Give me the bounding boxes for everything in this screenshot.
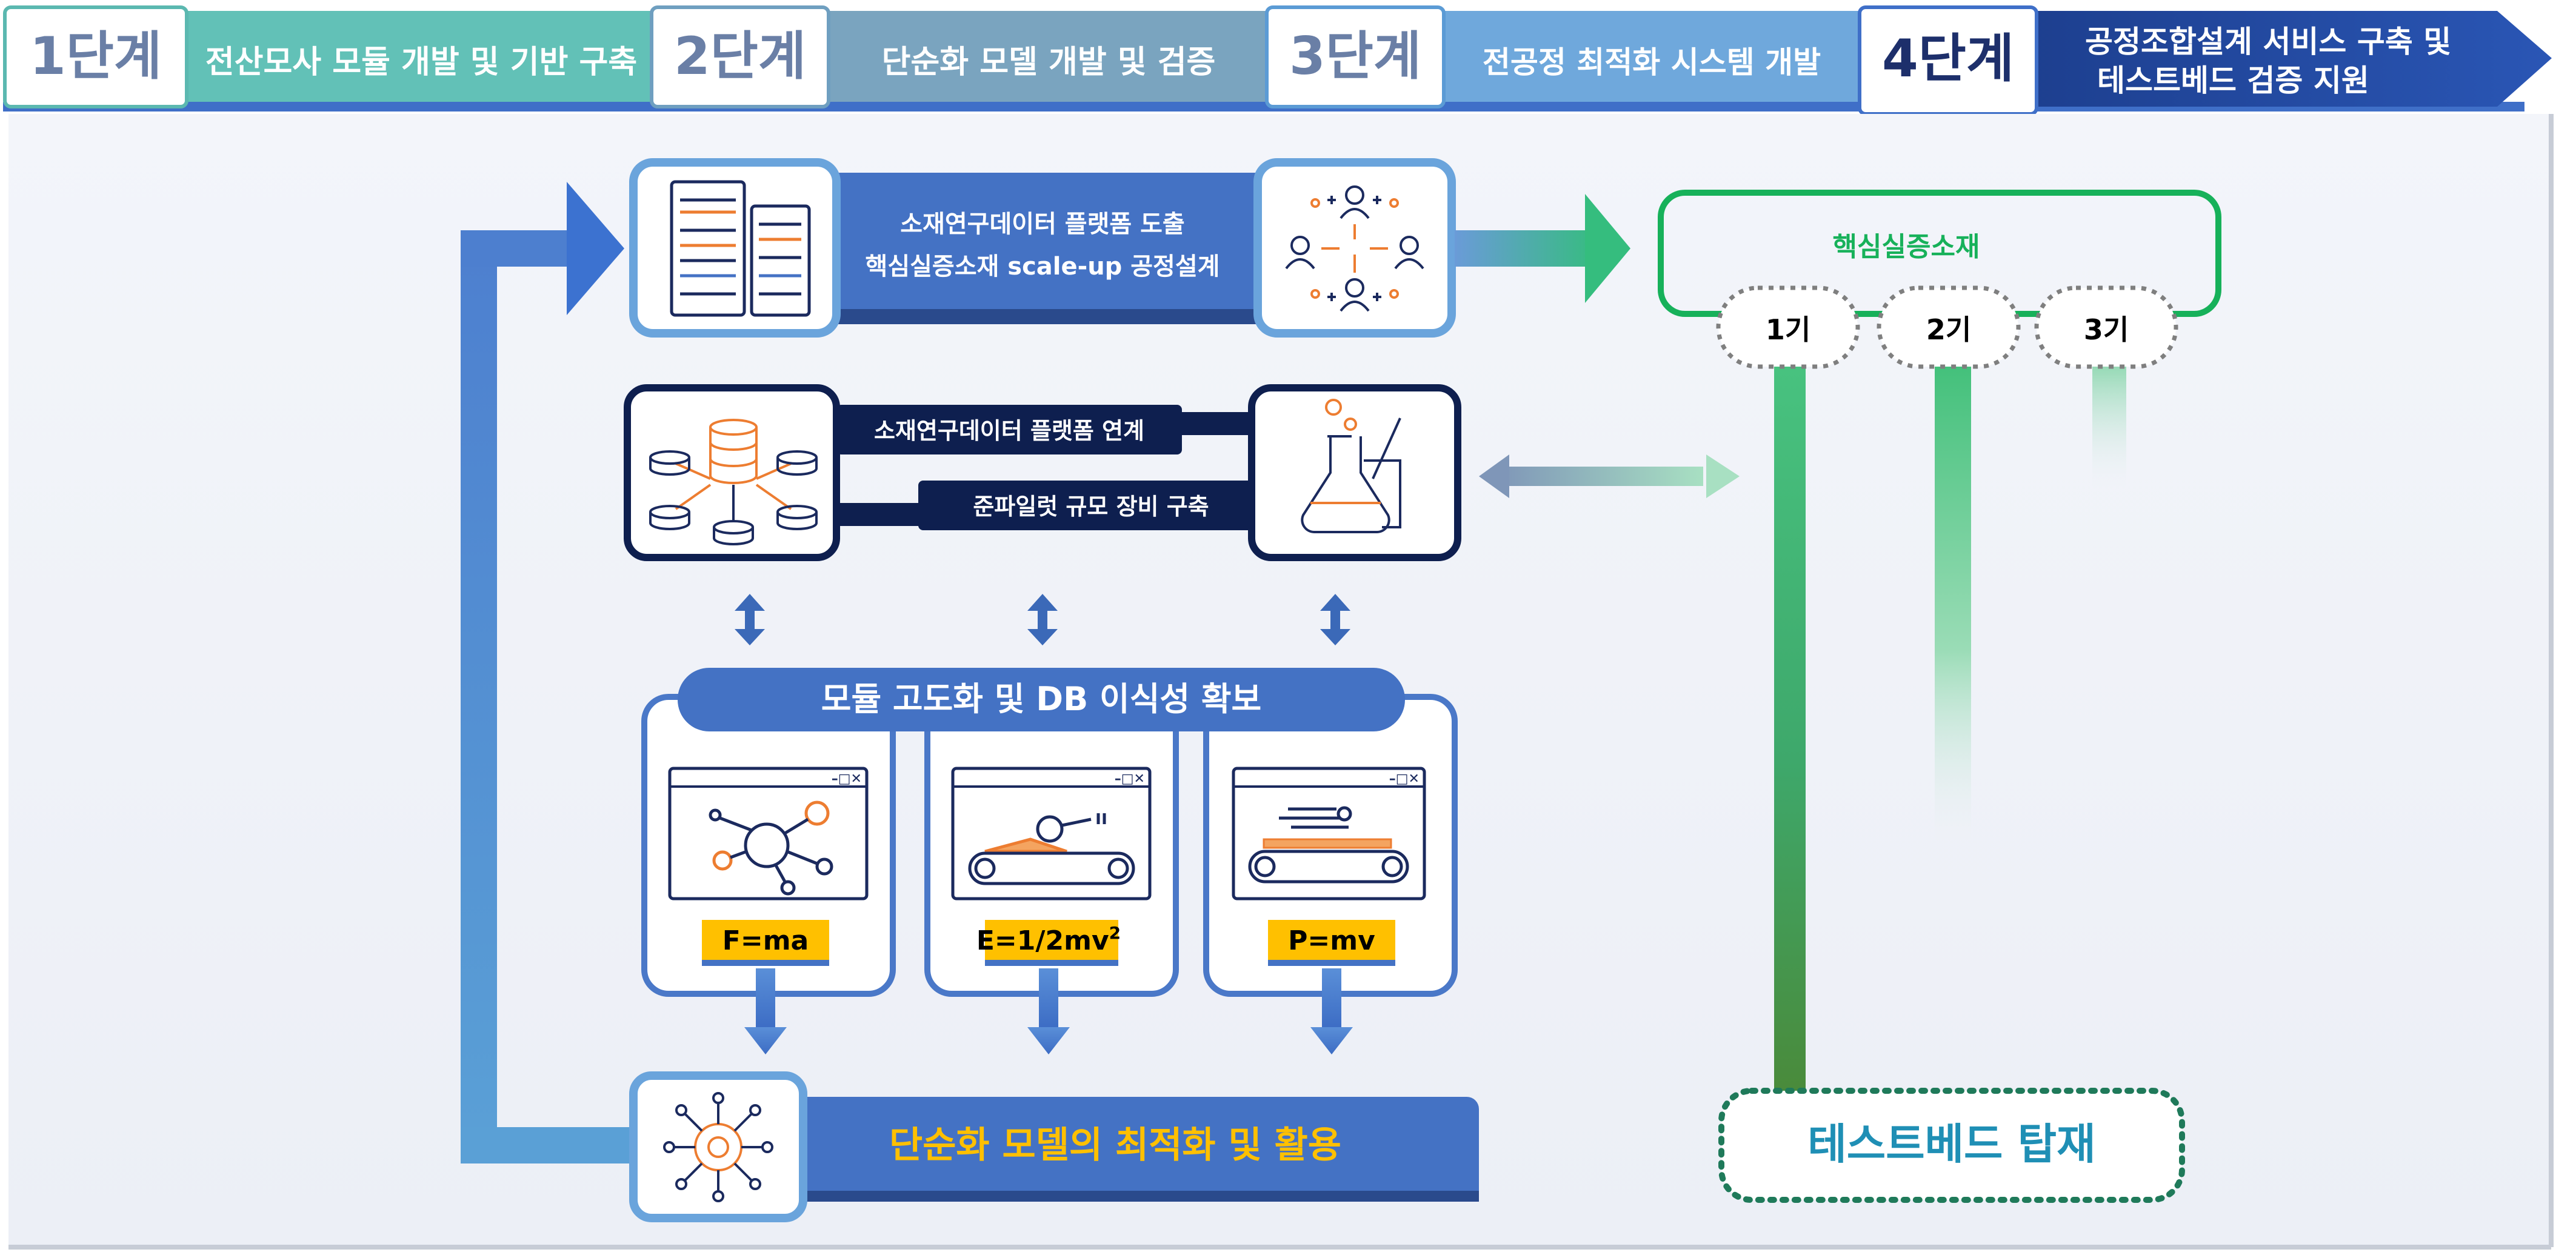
phase-1-label: 1기 xyxy=(1766,313,1810,346)
pilot-equipment-text: 준파일럿 규모 장비 구축 xyxy=(973,493,1209,520)
stage-4-band xyxy=(2030,11,2552,107)
formula-energy-main: E=1/2mv xyxy=(976,925,1109,956)
platform-link-label xyxy=(836,405,1182,454)
middle-row: 소재연구데이터 플랫폼 연계 준파일럿 규모 장비 구축 xyxy=(624,384,1461,561)
formula-f-ma: F=ma xyxy=(722,925,809,956)
phase-1-pill xyxy=(1716,285,1860,369)
formula-energy: E=1/2mv2 xyxy=(976,923,1121,956)
phase-3-pill xyxy=(2034,285,2178,369)
network-icon-box xyxy=(1253,158,1456,338)
people-network-icon xyxy=(1285,185,1424,312)
right-panel: 핵심실증소재 1기 2기 3기 테스트베드 탑재 xyxy=(1658,190,2221,1203)
top-row: 소재연구데이터 플랫폼 도출 핵심실증소재 scale-up 공정설계 xyxy=(629,158,1456,338)
stage-4-description-line2: 테스트베드 검증 지원 xyxy=(2097,63,2369,98)
stage-3-band xyxy=(1440,11,1876,102)
database-icon-box xyxy=(624,384,840,561)
stage-3-number: 3단계 xyxy=(1289,26,1421,87)
gear-network-icon xyxy=(663,1092,773,1202)
bidirectional-arrow xyxy=(1479,454,1740,498)
phase-2-label: 2기 xyxy=(1926,313,1971,346)
stage-1-tab xyxy=(3,5,189,108)
phase-3-label: 3기 xyxy=(2084,313,2129,346)
formula-p-mv: P=mv xyxy=(1288,925,1375,956)
stage-bar: 1단계 전산모사 모듈 개발 및 기반 구축 2단계 단순화 모델 개발 및 검… xyxy=(3,5,2552,116)
stage-4-number: 4단계 xyxy=(1882,28,2014,89)
database-network-icon xyxy=(649,419,818,545)
module-window-1: –□✕ xyxy=(668,767,869,900)
bottom-bar-text: 단순화 모델의 최적화 및 활용 xyxy=(889,1124,1341,1167)
module-section: 모듈 고도화 및 DB 이식성 확보 –□✕ xyxy=(641,668,1458,1054)
module-header-pill xyxy=(678,668,1405,731)
module-header-text: 모듈 고도화 및 DB 이식성 확보 xyxy=(821,680,1261,718)
pilot-equipment-label xyxy=(918,481,1264,530)
wind-conveyor-icon xyxy=(1248,806,1409,884)
stage-4-description-line1: 공정조합설계 서비스 구축 및 xyxy=(2085,24,2451,59)
stage-1-band xyxy=(182,11,667,102)
module-window-2: –□✕ xyxy=(951,767,1152,900)
server-rack-icon xyxy=(670,180,811,317)
formula-label-2 xyxy=(985,920,1118,960)
vertical-double-arrows xyxy=(735,594,1350,645)
svg-text:–□✕: –□✕ xyxy=(1389,771,1420,787)
formula-label-3 xyxy=(1268,920,1395,960)
stage-3-tab xyxy=(1265,5,1446,108)
testbed-box xyxy=(1718,1088,2185,1203)
phase-2-pill xyxy=(1877,285,2021,369)
svg-text:–□✕: –□✕ xyxy=(1115,771,1145,787)
formula-label-1 xyxy=(702,920,829,960)
molecule-icon xyxy=(709,801,833,896)
phase-2-column xyxy=(1935,351,1971,848)
down-arrows xyxy=(744,968,1353,1054)
feedback-loop-arrow xyxy=(461,182,642,1163)
stage-3-description: 전공정 최적화 시스템 개발 xyxy=(1483,45,1821,80)
stage-2-band xyxy=(824,11,1279,102)
stage-2-tab xyxy=(650,5,830,108)
conveyor-impact-icon xyxy=(968,813,1135,885)
phase-3-column xyxy=(2092,351,2126,491)
top-line-2: 핵심실증소재 scale-up 공정설계 xyxy=(866,253,1220,281)
stage-1-number: 1단계 xyxy=(30,26,162,87)
formula-energy-exponent: 2 xyxy=(1109,923,1121,943)
bottom-section: 단순화 모델의 최적화 및 활용 xyxy=(629,1071,1479,1222)
flask-icon xyxy=(1301,399,1401,533)
testbed-label: 테스트베드 탑재 xyxy=(1807,1119,2095,1169)
stage-2-description: 단순화 모델 개발 및 검증 xyxy=(882,44,1216,81)
module-window-3: –□✕ xyxy=(1232,767,1426,900)
top-line-1: 소재연구데이터 플랫폼 도출 xyxy=(900,210,1184,238)
svg-text:–□✕: –□✕ xyxy=(832,771,862,787)
stage-1-description: 전산모사 모듈 개발 및 기반 구축 xyxy=(205,44,637,81)
stage-2-number: 2단계 xyxy=(674,26,806,87)
arrow-to-core-material xyxy=(1455,194,1630,303)
top-label-bar xyxy=(818,173,1291,324)
platform-link-text: 소재연구데이터 플랫폼 연계 xyxy=(874,418,1144,444)
phase-1-column xyxy=(1774,351,1806,1097)
core-material-title: 핵심실증소재 xyxy=(1833,231,1980,262)
gear-icon-box xyxy=(629,1071,807,1222)
